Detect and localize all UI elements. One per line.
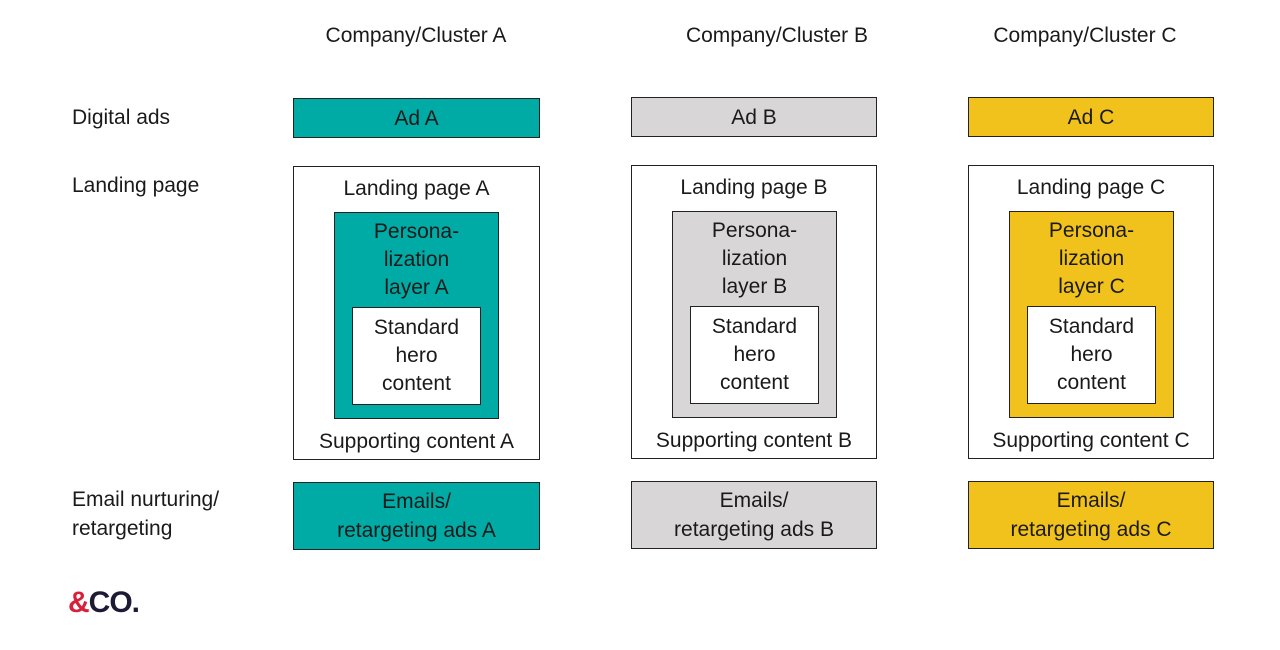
row-label-email-line2: retargeting [72, 517, 173, 540]
logo-co-text: CO. [88, 586, 140, 619]
personalization-label-c: Persona- lization layer C [1048, 219, 1135, 298]
ad-box-a: Ad A [293, 98, 540, 138]
landing-page-title-c: Landing page C [1016, 176, 1166, 199]
landing-page-title-a: Landing page A [343, 177, 490, 200]
emails-box-a: Emails/ retargeting ads A [293, 482, 540, 550]
landing-page-box-c: Landing page C Persona- lization layer C… [968, 165, 1214, 459]
ad-label-a: Ad A [394, 106, 439, 130]
hero-content-box-a: Standard hero content [352, 307, 481, 405]
supporting-content-a: Supporting content A [319, 430, 514, 453]
emails-box-b: Emails/ retargeting ads B [631, 481, 877, 549]
personalization-label-b: Persona- lization layer B [711, 219, 798, 298]
row-label-email-nurturing: Email nurturing/ retargeting [72, 485, 219, 543]
supporting-content-b: Supporting content B [655, 429, 853, 452]
personalization-label-a: Persona- lization layer A [373, 220, 460, 299]
emails-box-c: Emails/ retargeting ads C [968, 481, 1214, 549]
supporting-content-c: Supporting content C [992, 429, 1190, 452]
personalization-layer-a: Persona- lization layer A Standard hero … [334, 212, 499, 419]
personalization-layer-b: Persona- lization layer B Standard hero … [672, 211, 837, 418]
personalization-layer-c: Persona- lization layer C Standard hero … [1009, 211, 1174, 418]
landing-page-title-b: Landing page B [680, 176, 828, 199]
landing-page-box-a: Landing page A Persona- lization layer A… [293, 166, 540, 460]
company-logo: &CO. [68, 586, 140, 620]
landing-page-box-b: Landing page B Persona- lization layer B… [631, 165, 877, 459]
ad-box-c: Ad C [968, 97, 1214, 137]
row-label-digital-ads: Digital ads [72, 106, 171, 129]
ad-label-c: Ad C [1067, 105, 1115, 129]
ad-box-b: Ad B [631, 97, 877, 137]
row-label-landing-page: Landing page [72, 174, 200, 197]
hero-content-box-b: Standard hero content [690, 306, 819, 404]
ad-label-b: Ad B [731, 105, 777, 129]
logo-ampersand: & [68, 586, 90, 619]
column-header-c: Company/Cluster C [993, 24, 1177, 47]
column-header-a: Company/Cluster A [325, 24, 507, 47]
row-label-email-line1: Email nurturing/ [72, 488, 220, 511]
column-header-b: Company/Cluster B [685, 24, 869, 47]
hero-content-box-c: Standard hero content [1027, 306, 1156, 404]
